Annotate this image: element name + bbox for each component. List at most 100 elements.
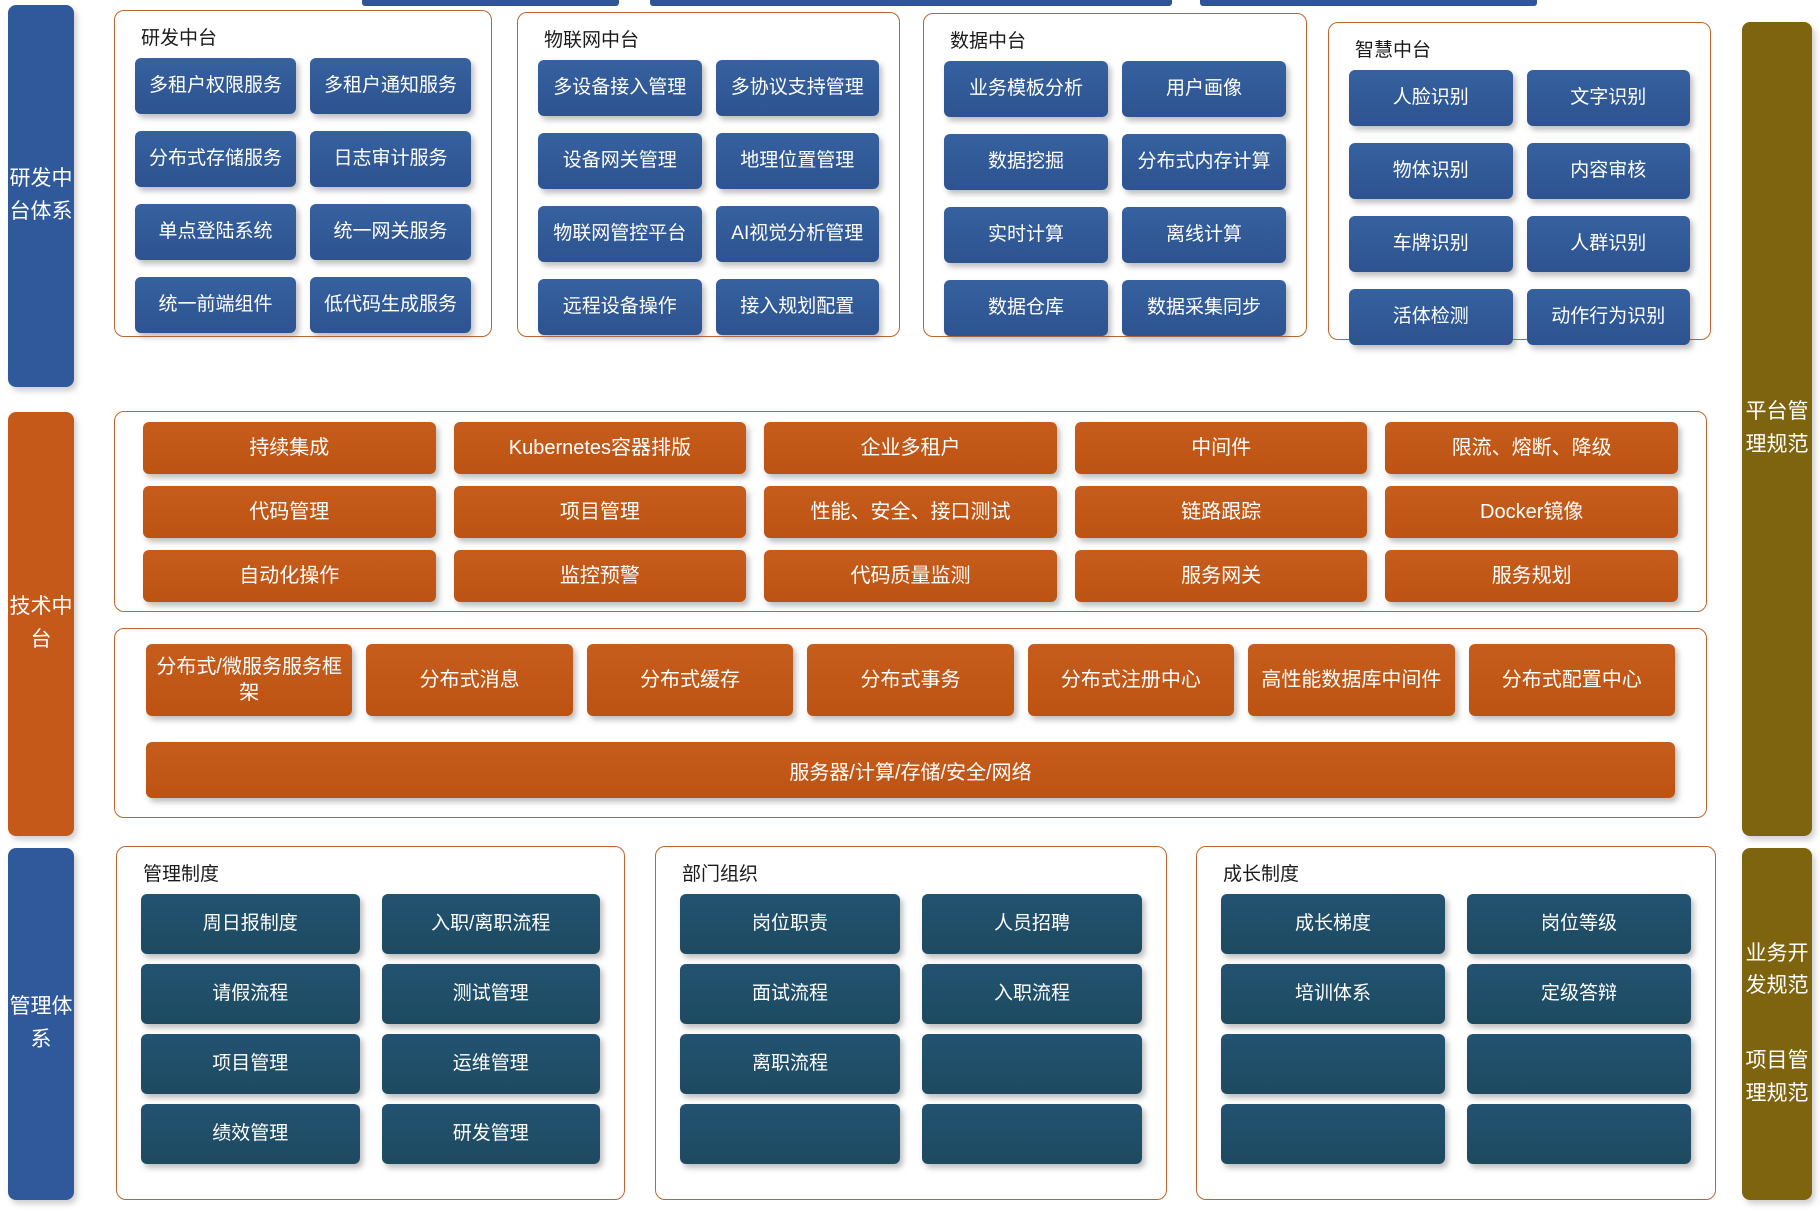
rail-label: 管理体系 bbox=[9, 995, 73, 1051]
rail-label: 业务开发规范 bbox=[1745, 941, 1809, 998]
panel-grid: 周日报制度入职/离职流程请假流程测试管理项目管理运维管理绩效管理研发管理 bbox=[117, 894, 624, 1164]
management-block: 面试流程 bbox=[680, 964, 900, 1024]
rail-dev-platform-system: 研发中台体系 bbox=[8, 5, 74, 387]
capability-block: 文字识别 bbox=[1526, 70, 1690, 126]
management-block: 运维管理 bbox=[381, 1034, 600, 1094]
tech-capability-block: 服务网关 bbox=[1074, 550, 1368, 602]
tech-capability-block: 持续集成 bbox=[143, 422, 436, 474]
management-block: 离职流程 bbox=[680, 1034, 900, 1094]
tech-capability-block: 代码管理 bbox=[143, 486, 436, 538]
capability-block: 业务模板分析 bbox=[944, 61, 1108, 117]
tech-capability-block: 项目管理 bbox=[453, 486, 747, 538]
capability-block: 车牌识别 bbox=[1349, 216, 1513, 272]
management-block: 周日报制度 bbox=[141, 894, 360, 954]
panel-title: 研发中台 bbox=[141, 28, 218, 49]
capability-block: 远程设备操作 bbox=[538, 279, 702, 335]
panel-grid: 分布式/微服务服务框架分布式消息分布式缓存分布式事务分布式注册中心高性能数据库中… bbox=[115, 629, 1706, 716]
tech-capability-block: 中间件 bbox=[1074, 422, 1368, 474]
capability-block: 实时计算 bbox=[944, 207, 1108, 263]
panel-distributed-infrastructure: 分布式/微服务服务框架分布式消息分布式缓存分布式事务分布式注册中心高性能数据库中… bbox=[114, 628, 1707, 818]
panel-title: 智慧中台 bbox=[1355, 40, 1432, 61]
capability-block: 日志审计服务 bbox=[310, 131, 471, 187]
capability-block: 单点登陆系统 bbox=[135, 204, 296, 260]
panel-growth-system: 成长制度 成长梯度岗位等级培训体系定级答辩 bbox=[1196, 846, 1716, 1200]
capability-block: 多设备接入管理 bbox=[538, 60, 702, 116]
management-block: 绩效管理 bbox=[141, 1104, 360, 1164]
capability-block: 分布式存储服务 bbox=[135, 131, 296, 187]
panel-rd-middle-platform: 研发中台 多租户权限服务多租户通知服务分布式存储服务日志审计服务单点登陆系统统一… bbox=[114, 10, 492, 337]
management-block bbox=[680, 1104, 900, 1164]
distributed-component-block: 分布式消息 bbox=[366, 644, 573, 716]
distributed-component-block: 分布式缓存 bbox=[586, 644, 794, 716]
capability-block: 物体识别 bbox=[1349, 143, 1513, 199]
panel-data-middle-platform: 数据中台 业务模板分析用户画像数据挖掘分布式内存计算实时计算离线计算数据仓库数据… bbox=[923, 13, 1307, 337]
management-block: 培训体系 bbox=[1221, 964, 1445, 1024]
distributed-component-block: 高性能数据库中间件 bbox=[1248, 644, 1455, 716]
capability-block: 分布式内存计算 bbox=[1122, 134, 1286, 190]
distributed-component-block: 分布式/微服务服务框架 bbox=[146, 644, 353, 716]
tech-capability-block: 性能、安全、接口测试 bbox=[764, 486, 1057, 538]
management-block bbox=[922, 1104, 1142, 1164]
management-block: 岗位等级 bbox=[1467, 894, 1691, 954]
capability-block: 数据挖掘 bbox=[944, 134, 1108, 190]
management-block: 测试管理 bbox=[381, 964, 600, 1024]
capability-block: 多协议支持管理 bbox=[715, 60, 879, 116]
panel-department-organization: 部门组织 岗位职责人员招聘面试流程入职流程离职流程 bbox=[655, 846, 1167, 1200]
management-block: 入职/离职流程 bbox=[381, 894, 600, 954]
tech-capability-block: Kubernetes容器排版 bbox=[453, 422, 747, 474]
panel-grid: 业务模板分析用户画像数据挖掘分布式内存计算实时计算离线计算数据仓库数据采集同步 bbox=[924, 61, 1306, 336]
capability-block: 接入规划配置 bbox=[715, 279, 879, 335]
management-block bbox=[1221, 1034, 1445, 1094]
top-edge-remnant bbox=[650, 0, 1172, 6]
capability-block: 用户画像 bbox=[1122, 61, 1286, 117]
management-block: 入职流程 bbox=[922, 964, 1142, 1024]
rail-label: 平台管理规范 bbox=[1745, 400, 1809, 456]
capability-block: 动作行为识别 bbox=[1526, 289, 1690, 345]
capability-block: 地理位置管理 bbox=[715, 133, 879, 189]
capability-block: 多租户通知服务 bbox=[310, 58, 471, 114]
capability-block: 数据采集同步 bbox=[1122, 280, 1286, 336]
tech-capability-block: 链路跟踪 bbox=[1074, 486, 1368, 538]
management-block: 岗位职责 bbox=[680, 894, 900, 954]
management-block bbox=[1467, 1034, 1691, 1094]
rail-label: 研发中台体系 bbox=[9, 167, 73, 223]
management-block: 人员招聘 bbox=[922, 894, 1142, 954]
tech-capability-block: 代码质量监测 bbox=[764, 550, 1057, 602]
panel-title: 数据中台 bbox=[950, 31, 1027, 52]
management-block bbox=[1221, 1104, 1445, 1164]
management-block: 研发管理 bbox=[381, 1104, 600, 1164]
management-block bbox=[1467, 1104, 1691, 1164]
top-edge-remnant bbox=[1200, 0, 1537, 6]
rail-management-system: 管理体系 bbox=[8, 848, 74, 1200]
panel-title: 管理制度 bbox=[143, 864, 220, 885]
panel-title: 部门组织 bbox=[682, 864, 759, 885]
capability-block: AI视觉分析管理 bbox=[715, 206, 879, 262]
capability-block: 多租户权限服务 bbox=[135, 58, 296, 114]
distributed-component-block: 分布式注册中心 bbox=[1027, 644, 1235, 716]
top-edge-remnant bbox=[362, 0, 619, 6]
tech-capability-block: 服务规划 bbox=[1385, 550, 1678, 602]
distributed-component-block: 分布式事务 bbox=[807, 644, 1014, 716]
capability-block: 低代码生成服务 bbox=[310, 277, 471, 333]
panel-grid: 成长梯度岗位等级培训体系定级答辩 bbox=[1197, 894, 1715, 1164]
tech-capability-block: 企业多租户 bbox=[764, 422, 1057, 474]
rail-label: 技术中台 bbox=[9, 595, 73, 651]
panel-grid: 多租户权限服务多租户通知服务分布式存储服务日志审计服务单点登陆系统统一网关服务统… bbox=[115, 58, 491, 333]
panel-title: 成长制度 bbox=[1223, 864, 1300, 885]
infrastructure-bar: 服务器/计算/存储/安全/网络 bbox=[146, 742, 1675, 798]
tech-capability-block: 监控预警 bbox=[453, 550, 747, 602]
rail-platform-management-spec: 平台管理规范 bbox=[1742, 22, 1812, 836]
capability-block: 活体检测 bbox=[1349, 289, 1513, 345]
capability-block: 数据仓库 bbox=[944, 280, 1108, 336]
tech-capability-block: 自动化操作 bbox=[143, 550, 436, 602]
tech-capability-block: Docker镜像 bbox=[1385, 486, 1678, 538]
capability-block: 物联网管控平台 bbox=[538, 206, 702, 262]
rail-label: 项目管理规范 bbox=[1745, 1049, 1809, 1105]
capability-block: 人群识别 bbox=[1526, 216, 1690, 272]
management-block: 定级答辩 bbox=[1467, 964, 1691, 1024]
